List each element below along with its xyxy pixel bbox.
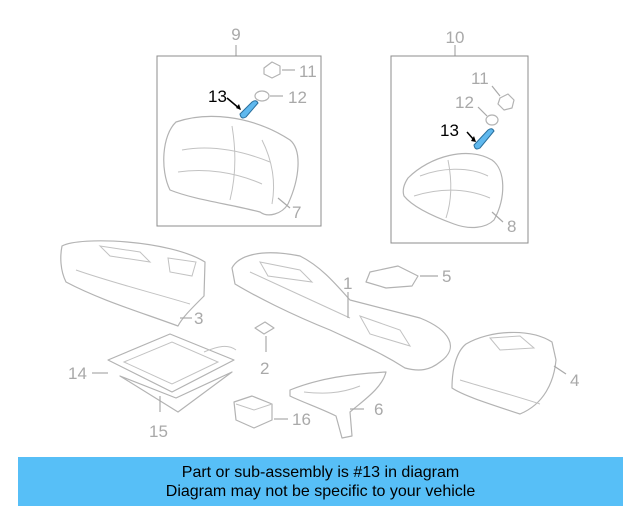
clip-12-right — [477, 106, 499, 126]
callout-10: 10 — [446, 28, 465, 47]
clip-11-right — [491, 85, 515, 111]
seat-cushion-right — [402, 152, 504, 229]
banner-line-2: Diagram may not be specific to your vehi… — [165, 482, 476, 500]
mat-14 — [92, 333, 237, 393]
bracket-5 — [365, 265, 438, 289]
banner-line-1: Part or sub-assembly is #13 in diagram — [181, 463, 460, 481]
callout-14: 14 — [68, 364, 87, 383]
callout-3: 3 — [194, 309, 203, 328]
callout-6: 6 — [374, 400, 383, 419]
inset-box-right — [390, 45, 529, 244]
callout-16: 16 — [292, 410, 311, 429]
frame-member-1 — [231, 252, 451, 371]
callout-4: 4 — [570, 371, 579, 390]
seat-frame-4 — [451, 331, 567, 415]
callout-11-left: 11 — [299, 62, 317, 81]
callout-5: 5 — [442, 267, 451, 286]
callout-9: 9 — [231, 25, 240, 44]
callout-13-left: 13 — [208, 87, 227, 106]
info-banner: Part or sub-assembly is #13 in diagram D… — [18, 457, 623, 506]
inset-box-left — [156, 45, 322, 227]
seat-cushion-left — [163, 115, 299, 216]
callout-13-right: 13 — [440, 121, 459, 140]
callout-15: 15 — [149, 422, 168, 441]
callout-8: 8 — [507, 217, 516, 236]
callout-7: 7 — [292, 203, 301, 222]
pin-13-left — [226, 97, 259, 119]
clip-12-left — [254, 90, 283, 102]
callout-1: 1 — [343, 274, 352, 293]
pin-13-right — [466, 128, 495, 150]
callout-12-left: 12 — [288, 88, 307, 107]
mat-15 — [119, 371, 233, 413]
bracket-6 — [289, 371, 387, 439]
callout-12-right: 12 — [455, 93, 474, 112]
callout-11-right: 11 — [471, 69, 489, 88]
callout-2: 2 — [260, 359, 269, 378]
clip-2 — [254, 321, 275, 352]
module-16 — [233, 395, 288, 429]
seat-frame-3 — [60, 240, 206, 327]
clip-11-left — [263, 61, 295, 79]
